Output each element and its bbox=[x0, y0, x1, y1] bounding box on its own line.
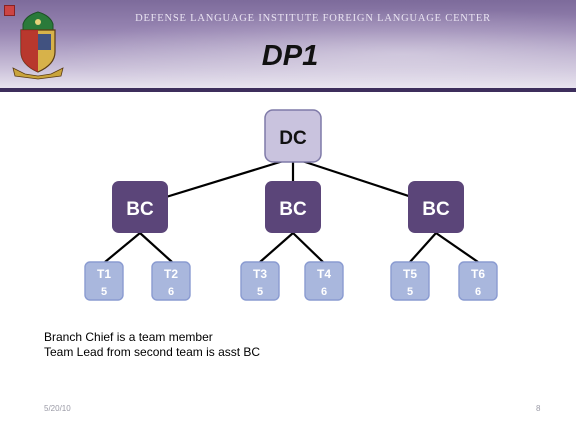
team-label: T1 bbox=[97, 267, 111, 281]
team-count: 5 bbox=[101, 286, 107, 298]
node-dc-label: DC bbox=[279, 128, 307, 149]
node-dc: DC bbox=[264, 109, 322, 163]
connector-bc3-t5 bbox=[409, 232, 437, 263]
node-team-t5: T5 5 bbox=[390, 261, 430, 301]
node-team-t2: T2 6 bbox=[151, 261, 191, 301]
app-icon bbox=[4, 5, 15, 16]
connector-bc2-t3 bbox=[259, 232, 294, 263]
node-bc-2: BC bbox=[265, 181, 321, 233]
node-bc-label: BC bbox=[126, 199, 154, 220]
node-team-t6: T6 6 bbox=[458, 261, 498, 301]
connector-bc1-t1 bbox=[104, 232, 141, 263]
team-count: 6 bbox=[321, 286, 327, 298]
node-bc-1: BC bbox=[112, 181, 168, 233]
node-bc-3: BC bbox=[408, 181, 464, 233]
team-count: 6 bbox=[475, 286, 481, 298]
dli-crest-icon bbox=[12, 11, 64, 80]
node-team-t3: T3 5 bbox=[240, 261, 280, 301]
note-line: Branch Chief is a team member bbox=[44, 330, 213, 344]
node-team-t1: T1 5 bbox=[84, 261, 124, 301]
connector-bc1-t2 bbox=[139, 232, 173, 263]
connectors bbox=[104, 156, 479, 263]
node-bc-label: BC bbox=[422, 199, 450, 220]
footer-date: 5/20/10 bbox=[44, 404, 71, 413]
slide-header bbox=[0, 0, 576, 90]
connector-bc3-t6 bbox=[435, 232, 479, 263]
footer-page-number: 8 bbox=[536, 404, 541, 413]
note-line: Team Lead from second team is asst BC bbox=[44, 345, 261, 359]
header-divider bbox=[0, 88, 576, 92]
team-label: T4 bbox=[317, 267, 331, 281]
team-count: 5 bbox=[407, 286, 413, 298]
team-count: 6 bbox=[168, 286, 174, 298]
team-label: T5 bbox=[403, 267, 417, 281]
slide-title: DP1 bbox=[261, 40, 319, 72]
node-team-t4: T4 6 bbox=[304, 261, 344, 301]
node-bc-label: BC bbox=[279, 199, 307, 220]
slide-notes: Branch Chief is a team member Team Lead … bbox=[44, 330, 260, 360]
team-label: T3 bbox=[253, 267, 267, 281]
connector-bc2-t4 bbox=[292, 232, 324, 263]
organization-title: DEFENSE LANGUAGE INSTITUTE FOREIGN LANGU… bbox=[135, 13, 491, 24]
team-label: T2 bbox=[164, 267, 178, 281]
team-label: T6 bbox=[471, 267, 485, 281]
team-count: 5 bbox=[257, 286, 263, 298]
